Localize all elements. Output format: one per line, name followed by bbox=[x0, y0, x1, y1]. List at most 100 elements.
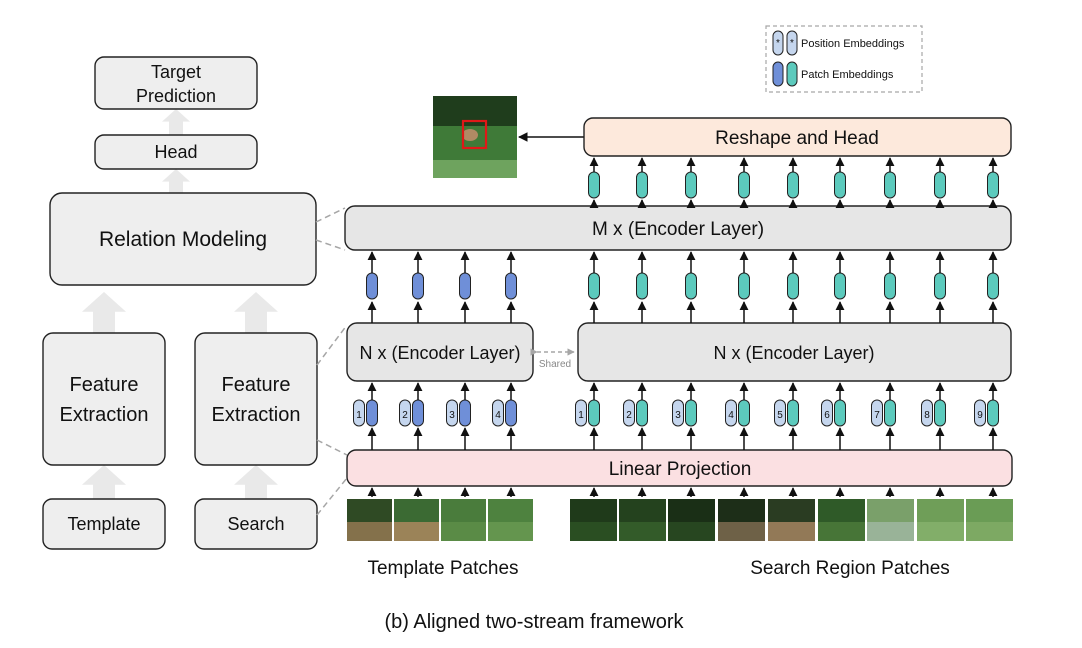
head-label: Head bbox=[154, 142, 197, 162]
position-token bbox=[774, 399, 786, 427]
legend-marker-b: * bbox=[790, 38, 794, 49]
patch-token bbox=[787, 399, 799, 427]
head-box bbox=[94, 134, 258, 170]
patch-token bbox=[738, 399, 750, 427]
position-token bbox=[974, 399, 986, 427]
encoded-token bbox=[738, 272, 750, 300]
search-box bbox=[194, 498, 318, 550]
flow-arrow bbox=[82, 292, 126, 333]
patch-token bbox=[636, 399, 648, 427]
encoded-token bbox=[884, 272, 896, 300]
patch-token bbox=[366, 399, 378, 427]
position-index: 4 bbox=[495, 410, 501, 421]
flow-arrow bbox=[234, 465, 278, 499]
legend-position-token-a bbox=[772, 30, 784, 56]
position-index: 2 bbox=[626, 410, 632, 421]
position-token bbox=[575, 399, 587, 427]
flow-arrow bbox=[162, 109, 190, 135]
position-token bbox=[399, 399, 411, 427]
position-token bbox=[446, 399, 458, 427]
linear-projection-label: Linear Projection bbox=[609, 459, 752, 480]
position-index: 1 bbox=[578, 410, 584, 421]
feature-extraction-template-box bbox=[42, 332, 166, 466]
encoded-token bbox=[366, 272, 378, 300]
patch-token bbox=[588, 399, 600, 427]
encoder-n-template-label: N x (Encoder Layer) bbox=[359, 343, 520, 363]
zoom-line-feature-mid bbox=[316, 439, 348, 456]
encoded-token bbox=[787, 272, 799, 300]
patch-token bbox=[987, 399, 999, 427]
bounding-box bbox=[461, 119, 488, 150]
encoded-token bbox=[636, 272, 648, 300]
template-label: Template bbox=[67, 514, 140, 534]
search-label: Search bbox=[227, 514, 284, 534]
position-token bbox=[821, 399, 833, 427]
output-token bbox=[834, 171, 846, 199]
legend-position-label: Position Embeddings bbox=[801, 38, 905, 50]
position-token bbox=[672, 399, 684, 427]
relation-modeling-label: Relation Modeling bbox=[99, 228, 267, 251]
output-token bbox=[787, 171, 799, 199]
template-patches-label: Template Patches bbox=[367, 558, 518, 579]
position-token bbox=[725, 399, 737, 427]
patch-token bbox=[834, 399, 846, 427]
zoom-line-relation-bottom bbox=[315, 239, 346, 251]
position-token bbox=[492, 399, 504, 427]
legend-position-token-b bbox=[786, 30, 798, 56]
legend-patch-label: Patch Embeddings bbox=[801, 69, 894, 81]
patch-token bbox=[685, 399, 697, 427]
encoded-token bbox=[412, 272, 424, 300]
zoom-line-feature-bottom bbox=[316, 477, 348, 516]
encoder-n-search-box bbox=[577, 322, 1012, 382]
flow-arrow bbox=[82, 465, 126, 499]
patch-token bbox=[934, 399, 946, 427]
encoded-token bbox=[459, 272, 471, 300]
position-index: 7 bbox=[874, 410, 880, 421]
position-token bbox=[871, 399, 883, 427]
legend-marker-a: * bbox=[776, 38, 780, 49]
output-token bbox=[588, 171, 600, 199]
zoom-lines bbox=[315, 207, 348, 516]
encoder-n-search-label: N x (Encoder Layer) bbox=[713, 343, 874, 363]
zoom-line-feature-top bbox=[316, 324, 348, 366]
legend: * * Position Embeddings Patch Embeddings bbox=[765, 25, 923, 93]
result-thumbnail bbox=[433, 96, 517, 178]
position-token bbox=[353, 399, 365, 427]
encoded-token bbox=[685, 272, 697, 300]
position-index: 8 bbox=[924, 410, 930, 421]
target-prediction-box bbox=[94, 56, 258, 110]
output-token bbox=[636, 171, 648, 199]
template-box bbox=[42, 498, 166, 550]
position-token bbox=[623, 399, 635, 427]
patch-token bbox=[412, 399, 424, 427]
shared-label: Shared bbox=[539, 359, 571, 370]
output-token bbox=[987, 171, 999, 199]
output-token bbox=[685, 171, 697, 199]
legend-patch-token-search bbox=[786, 61, 798, 87]
legend-patch-token-template bbox=[772, 61, 784, 87]
flow-arrow bbox=[234, 292, 278, 333]
figure-caption: (b) Aligned two-stream framework bbox=[385, 611, 685, 633]
position-index: 3 bbox=[449, 410, 455, 421]
output-token bbox=[934, 171, 946, 199]
patch-token bbox=[459, 399, 471, 427]
encoder-m-label: M x (Encoder Layer) bbox=[592, 219, 764, 240]
feature-extraction-search-box bbox=[194, 332, 318, 466]
encoded-token bbox=[588, 272, 600, 300]
image-patches bbox=[347, 499, 1013, 541]
relation-modeling-box bbox=[49, 192, 317, 286]
position-token bbox=[921, 399, 933, 427]
position-index: 2 bbox=[402, 410, 408, 421]
encoded-token bbox=[934, 272, 946, 300]
encoded-token bbox=[987, 272, 999, 300]
position-index: 5 bbox=[777, 410, 783, 421]
encoder-m-box bbox=[344, 205, 1012, 251]
search-patches-label: Search Region Patches bbox=[750, 558, 950, 579]
position-index: 6 bbox=[824, 410, 830, 421]
position-index: 9 bbox=[977, 410, 983, 421]
